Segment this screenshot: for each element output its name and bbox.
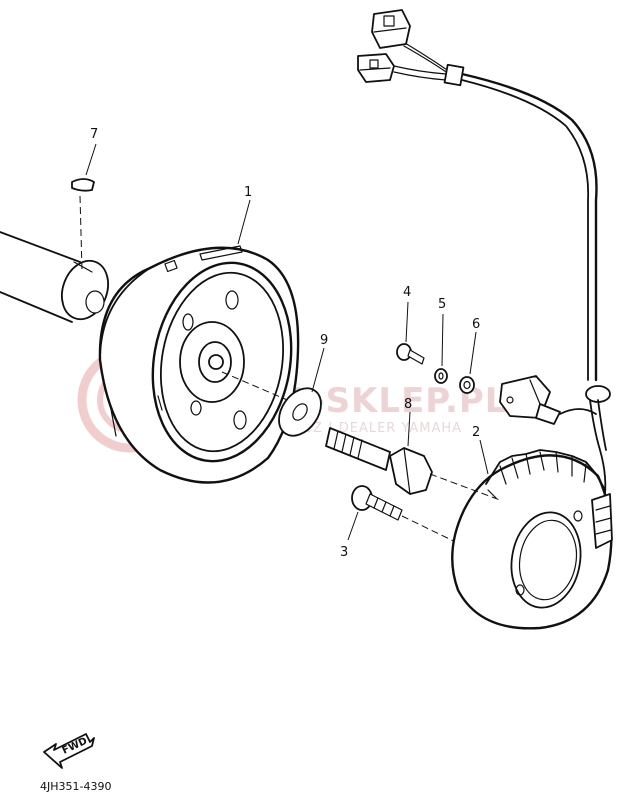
- callout-2: 2: [472, 425, 480, 440]
- fwd-arrow-icon: FWD: [43, 733, 95, 769]
- part-8-rotor-bolt: 8: [325, 397, 433, 495]
- callout-3: 3: [340, 545, 348, 560]
- wiring-harness: [393, 39, 611, 503]
- callout-5: 5: [438, 297, 446, 312]
- part-5-spring-washer: 5: [434, 297, 448, 384]
- part-1-rotor: 1: [98, 185, 300, 484]
- pickup-coil-bracket: [499, 375, 597, 425]
- connector-upper: [371, 9, 411, 49]
- part-3-stator-screw: 3: [340, 485, 469, 560]
- connector-lower: [357, 53, 395, 83]
- part-4-bolt: 4: [396, 285, 425, 365]
- callout-9: 9: [320, 333, 328, 348]
- part-6-washer: 6: [459, 317, 480, 394]
- crankshaft-end: [0, 231, 109, 323]
- diagram-code: 4JH351-4390: [40, 780, 111, 793]
- part-2-stator: 2: [451, 425, 613, 630]
- callout-1: 1: [244, 185, 252, 200]
- callout-8: 8: [404, 397, 412, 412]
- part-7-woodruff-key: 7: [71, 127, 98, 271]
- callout-6: 6: [472, 317, 480, 332]
- callout-4: 4: [403, 285, 411, 300]
- callout-7: 7: [90, 127, 98, 142]
- part-9-washer: 9: [278, 333, 328, 437]
